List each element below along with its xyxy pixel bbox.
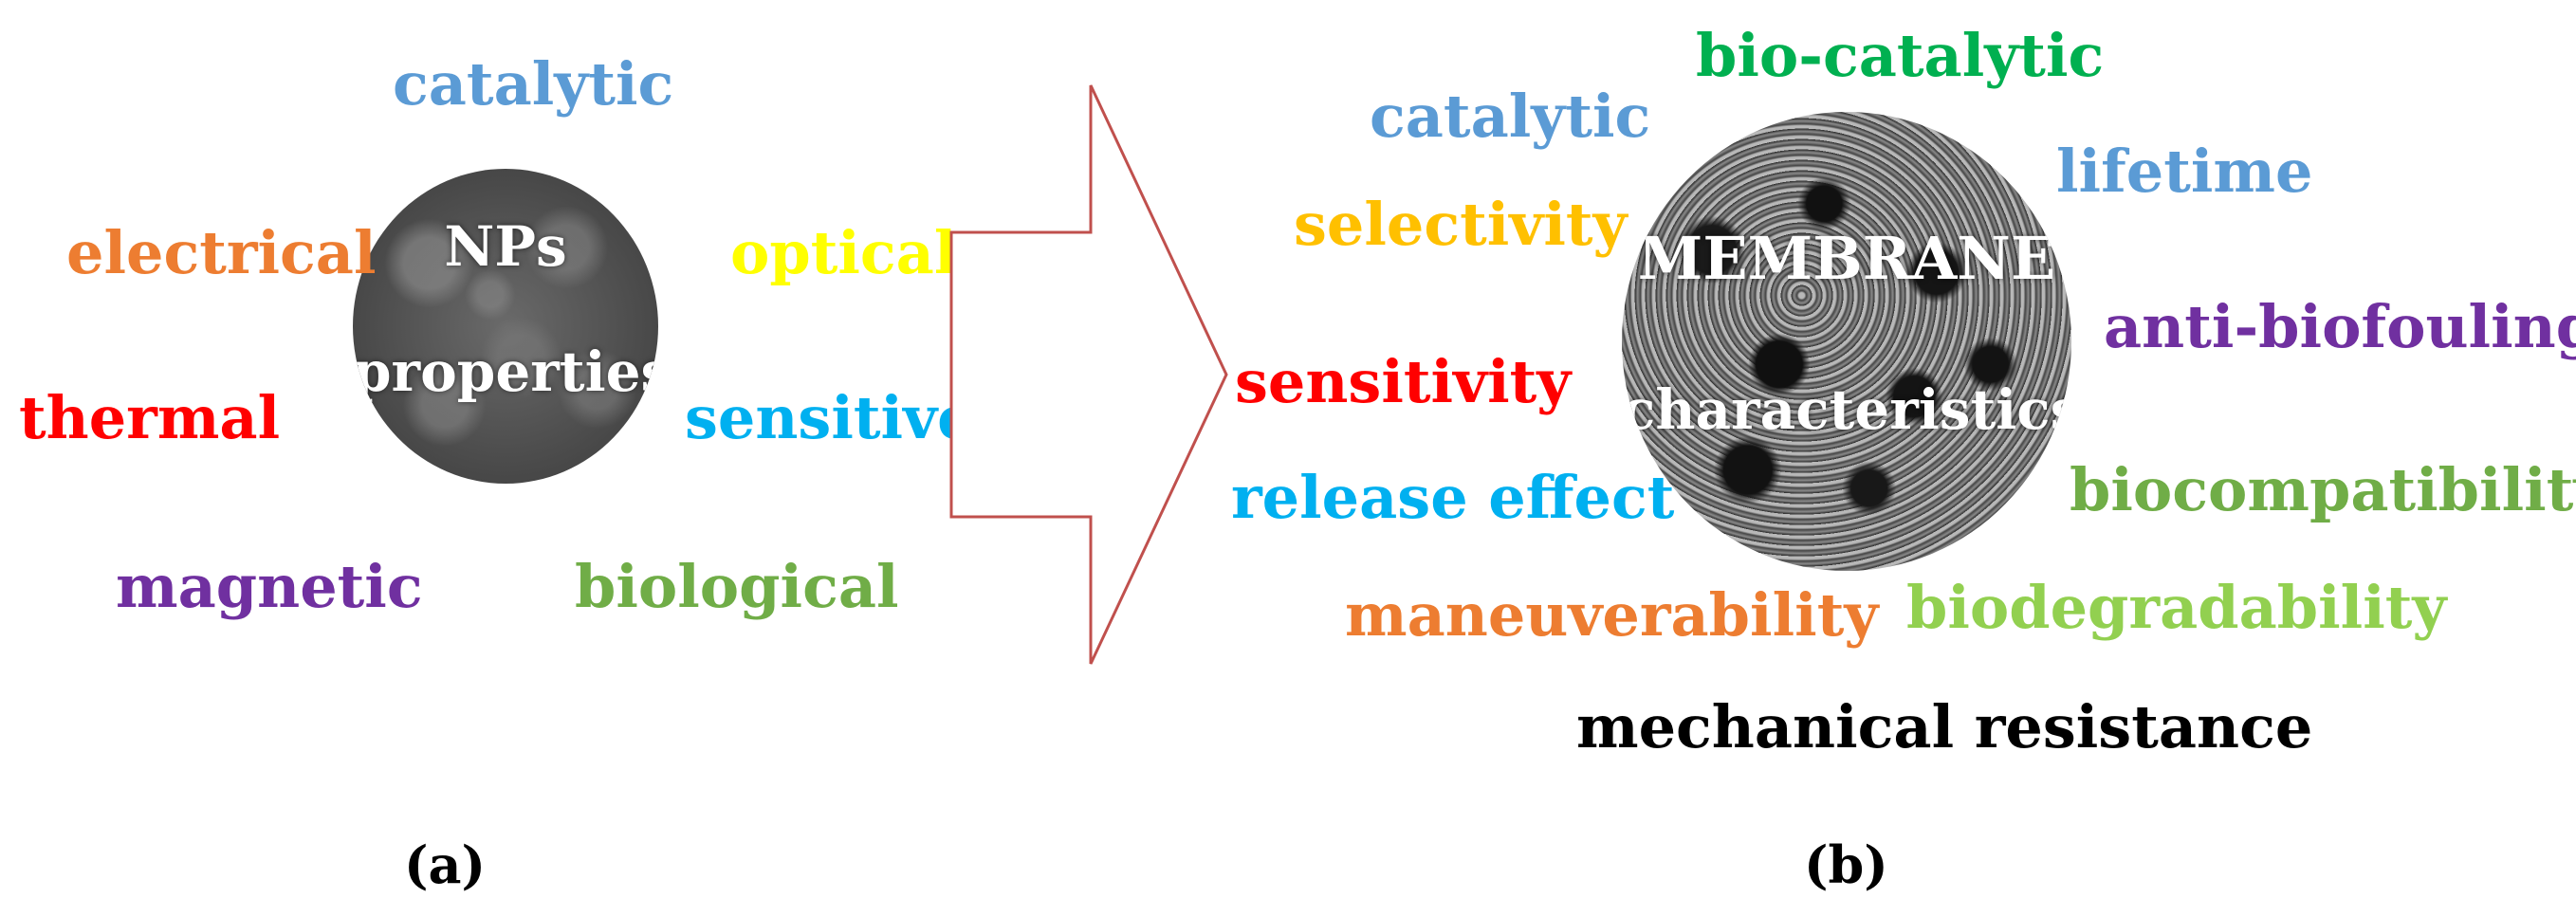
right-arrow [949,84,1228,665]
word-biological: biological [575,552,899,621]
word-maneuverability: maneuverability [1345,580,1879,650]
word-bio-catalytic: bio-catalytic [1696,21,2105,90]
word-optical: optical [730,218,957,287]
word-biocompatibility: biocompatibility [2070,455,2576,524]
word-anti-biofouling: anti-biofouling [2104,292,2576,361]
nps-label: NPs [444,214,567,279]
characteristics-label: characteristics [1622,377,2071,442]
arrow-outline [949,84,1228,665]
word-electrical: electrical [66,218,377,287]
word-sensitivity: sensitivity [1235,347,1572,416]
word-lifetime: lifetime [2056,137,2313,206]
word-biodegradability: biodegradability [1906,573,2447,642]
word-sensitive: sensitive [685,383,975,452]
word-magnetic: magnetic [116,552,423,621]
word-selectivity: selectivity [1294,190,1628,259]
caption-a: (a) [404,834,487,895]
caption-b: (b) [1804,834,1888,895]
word-thermal: thermal [19,383,281,452]
membrane-label: MEMBRANE [1637,224,2056,293]
membrane-characteristics-circle: MEMBRANE characteristics [1622,112,2071,571]
word-catalytic-b: catalytic [1370,82,1651,151]
word-mechanical-resistance: mechanical resistance [1576,692,2313,761]
word-catalytic-a: catalytic [393,49,674,119]
word-release-effect: release effect [1231,463,1675,532]
properties-label: properties [353,339,658,404]
nps-properties-circle: NPs properties [353,169,658,484]
